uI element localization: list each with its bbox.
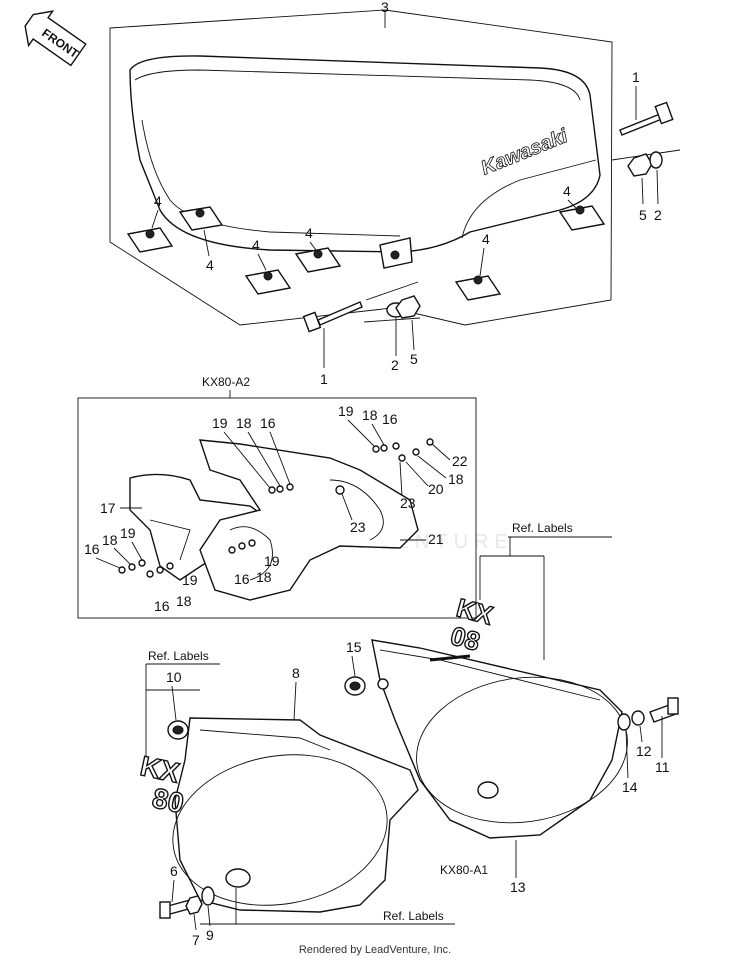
- callout-damper: 4: [252, 237, 260, 253]
- subassembly-code-a2: KX80-A2: [202, 375, 250, 389]
- callout-bolt: 16: [84, 541, 100, 557]
- callout-bolt: 6: [170, 863, 178, 879]
- callout-seat: 3: [381, 0, 389, 15]
- callout-bracket: 21: [428, 531, 444, 547]
- callout-lock-washer: 18: [102, 532, 118, 548]
- damper-4: [294, 247, 342, 273]
- callout-nut: 5: [410, 351, 418, 367]
- callout-bolt: 16: [382, 411, 398, 427]
- damper-5: [454, 275, 502, 301]
- side-cover-right: [371, 639, 628, 839]
- washer-left: [201, 886, 215, 906]
- washer-right-cover: [631, 710, 645, 726]
- callout-collar: 23: [350, 519, 366, 535]
- callout-bolt: 1: [632, 69, 640, 85]
- ref-labels-right: Ref. Labels: [512, 521, 573, 535]
- callout-washer: 19: [120, 525, 136, 541]
- callout-bolt: 11: [655, 759, 670, 775]
- nut-left: [185, 895, 203, 915]
- callout-lock-washer: 18: [256, 569, 272, 585]
- bracket-front: [129, 473, 271, 581]
- callout-damper: 4: [154, 193, 162, 209]
- footer-credit: Rendered by LeadVenture, Inc.: [298, 944, 452, 956]
- callout-washer: 19: [264, 553, 280, 569]
- callout-damper: 4: [206, 257, 214, 273]
- callout-nut: 5: [639, 207, 647, 223]
- grommet-left: [167, 720, 189, 740]
- nut-right: [627, 153, 653, 177]
- ref-labels-left: Ref. Labels: [148, 649, 209, 663]
- callout-damper: 4: [563, 183, 571, 199]
- nut-bottom: [395, 295, 421, 319]
- collar-right: [617, 713, 631, 731]
- decal-right-line2: 08: [447, 620, 483, 656]
- callout-washer: 9: [206, 927, 214, 943]
- callout-bracket: 17: [100, 500, 116, 516]
- callout-bolt: 1: [320, 371, 328, 387]
- decal-right: KX 08: [447, 592, 498, 658]
- callout-collar: 14: [622, 779, 638, 795]
- damper-1: [126, 227, 174, 253]
- bracket-rear: [198, 439, 419, 601]
- callout-collar: 20: [428, 481, 444, 497]
- callout-lock-washer: 18: [362, 407, 378, 423]
- callout-washer: 19: [338, 403, 354, 419]
- front-arrow-icon: FRONT: [24, 10, 87, 67]
- callout-side-cover: 8: [292, 665, 300, 681]
- callout-damper: 4: [482, 231, 490, 247]
- damper-2: [178, 206, 224, 231]
- callout-damper: 4: [305, 225, 313, 241]
- seat-assembly-boundary: [109, 9, 613, 326]
- bolt-right-cover: [649, 697, 679, 723]
- side-cover-left: [172, 717, 419, 913]
- callout-bolt-long: 22: [452, 453, 468, 469]
- callout-grommet: 15: [346, 639, 362, 655]
- seat-bolt-right: [619, 101, 674, 136]
- washer-right: [649, 151, 663, 169]
- callout-lock-washer: 18: [448, 471, 464, 487]
- callout-bolt: 16: [234, 571, 250, 587]
- callout-washer: 19: [182, 572, 198, 588]
- callout-collar: 23: [400, 495, 416, 511]
- callout-bolt: 16: [154, 598, 170, 614]
- fasteners-a2: [118, 438, 434, 578]
- callout-lock-washer: 18: [236, 415, 252, 431]
- callout-washer: 2: [654, 207, 662, 223]
- callout-bolt: 16: [260, 415, 276, 431]
- callout-washer: 12: [636, 743, 652, 759]
- damper-3: [244, 269, 292, 295]
- damper-6: [558, 205, 606, 231]
- grommet-right: [344, 676, 389, 696]
- callout-washer: 19: [212, 415, 228, 431]
- callout-nut: 7: [192, 932, 200, 948]
- callout-washer: 2: [391, 357, 399, 373]
- kx80-a2-box: [77, 397, 477, 619]
- subassembly-code-a1: KX80-A1: [440, 863, 488, 877]
- callout-grommet: 10: [166, 669, 182, 685]
- seat: Kawasaki: [129, 55, 601, 269]
- seat-bolt-bottom: [302, 301, 363, 333]
- decal-left-line2: 80: [150, 782, 187, 819]
- callout-side-cover: 13: [510, 879, 526, 895]
- callout-lock-washer: 18: [176, 593, 192, 609]
- ref-labels-bottom: Ref. Labels: [383, 909, 444, 923]
